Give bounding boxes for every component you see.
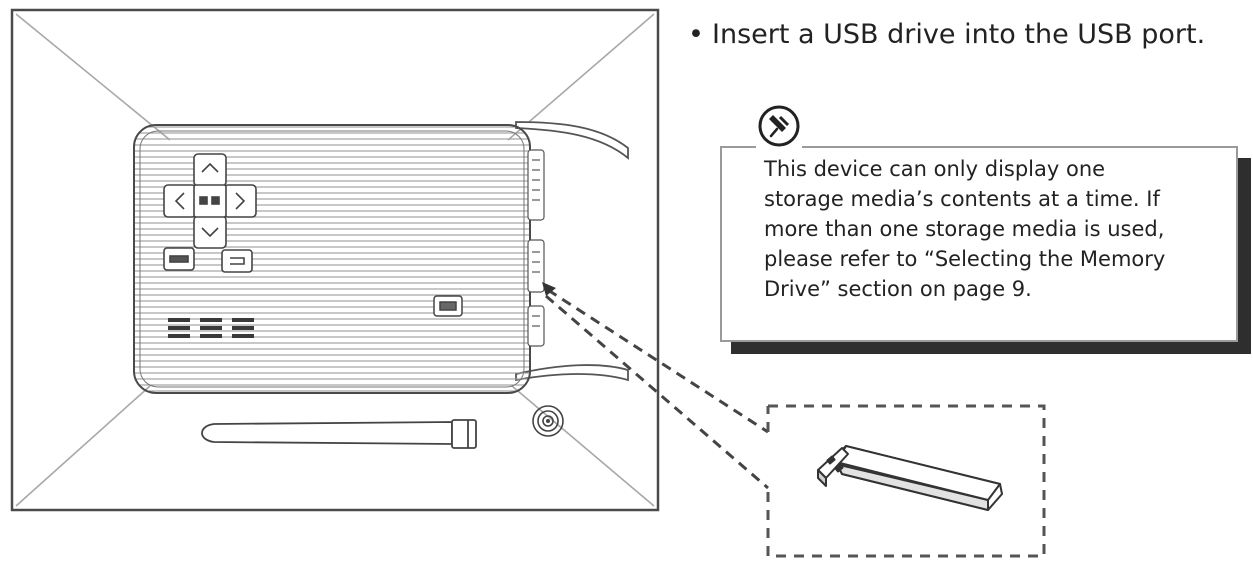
side-ports: [527, 149, 545, 347]
note-text: This device can only display one storage…: [764, 154, 1234, 304]
port-arrow: [542, 282, 556, 296]
power-button-icon: [532, 405, 564, 437]
pin-icon: [756, 103, 802, 149]
note-line: Drive” section on page 9.: [764, 277, 1032, 301]
connection-dashes: [545, 288, 769, 490]
instruction-line: • Insert a USB drive into the USB port.: [688, 18, 1248, 52]
usb-drive-box: [766, 404, 1046, 558]
menu-buttons: [163, 247, 253, 273]
panel-usb-port: [433, 295, 463, 317]
note-line: storage media’s contents at a time. If: [764, 187, 1160, 211]
frame-corner-lines: [15, 13, 655, 507]
note-line: This device can only display one: [764, 157, 1106, 181]
kickstand: [201, 419, 477, 449]
usb-drive-icon: [817, 445, 1003, 511]
bullet-marker: •: [688, 19, 704, 50]
note-line: more than one storage media is used,: [764, 217, 1165, 241]
dpad-buttons: [163, 153, 257, 249]
stand-arms: [515, 121, 629, 382]
note-line: please refer to “Selecting the Memory: [764, 247, 1166, 271]
speaker-grille: [168, 318, 254, 338]
instruction-text: Insert a USB drive into the USB port.: [712, 19, 1206, 50]
note-box: [720, 146, 1238, 342]
